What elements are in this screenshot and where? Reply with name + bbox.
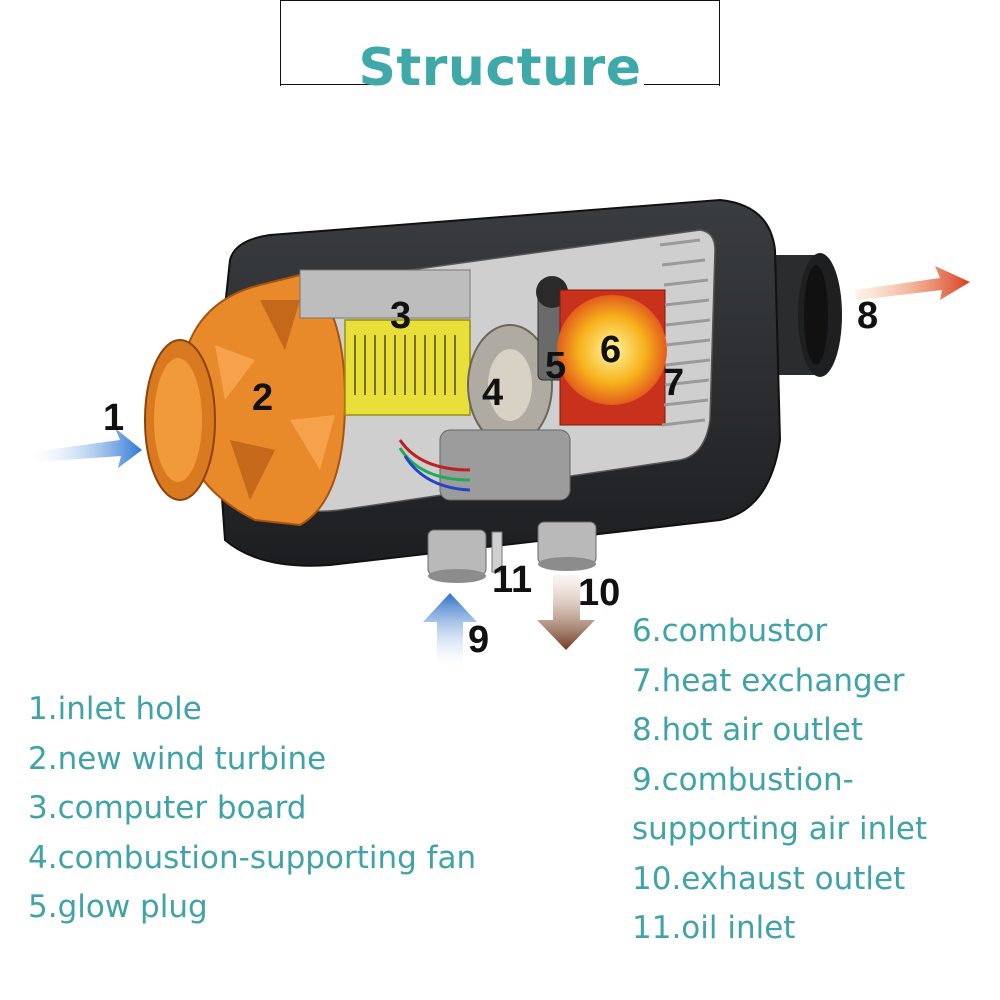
wind-turbine	[144, 273, 347, 527]
legend-item-combustion-fan: 4.combustion-supporting fan	[28, 839, 477, 876]
legend-item-computer-board: 3.computer board	[28, 790, 307, 826]
hot-air-outlet-arrow	[855, 266, 970, 300]
title-frame-bottom-right	[644, 84, 720, 85]
legend-item-hot-air-outlet: 8.hot air outlet	[632, 712, 864, 748]
legend-item-exhaust-outlet: 10.exhaust outlet	[632, 860, 906, 897]
inlet-arrow	[32, 428, 142, 468]
callout-9: 9	[468, 619, 489, 661]
page-title: Structure	[358, 38, 642, 98]
exhaust-outlet-arrow	[537, 575, 595, 650]
callout-6: 6	[600, 329, 621, 371]
heat-exchanger	[659, 238, 711, 427]
callout-1: 1	[103, 397, 124, 439]
legend-item-air-inlet-line2: supporting air inlet	[632, 811, 928, 847]
legend-right: 6.combustor 7.heat exchanger 8.hot air o…	[632, 607, 927, 954]
computer-board	[299, 269, 471, 416]
combustion-supporting-fan	[398, 324, 571, 501]
bottom-ports	[427, 521, 597, 583]
legend-item-heat-exchanger: 7.heat exchanger	[632, 662, 905, 699]
legend-item-oil-inlet: 11.oil inlet	[632, 910, 796, 946]
callout-5: 5	[545, 345, 566, 387]
callout-11: 11	[492, 559, 532, 601]
heater-diagram: 1 2 3 4 5 6 7 8 9 10 11	[32, 198, 970, 665]
callout-10: 10	[578, 572, 620, 614]
callout-3: 3	[390, 295, 411, 337]
callout-7: 7	[663, 362, 684, 404]
legend-item-inlet-hole: 1.inlet hole	[28, 691, 202, 727]
legend-item-glow-plug: 5.glow plug	[28, 889, 208, 925]
title-frame	[280, 0, 720, 86]
legend-left: 1.inlet hole 2.new wind turbine 3.comput…	[28, 685, 476, 933]
callout-2: 2	[252, 377, 273, 419]
legend-item-wind-turbine: 2.new wind turbine	[28, 740, 327, 777]
title-frame-bottom-left	[280, 84, 372, 85]
legend-item-combustor: 6.combustor	[632, 613, 828, 649]
legend-item-air-inlet-line1: 9.combustion-	[632, 761, 854, 798]
callout-4: 4	[482, 372, 503, 414]
air-inlet-arrow	[423, 593, 477, 665]
callout-8: 8	[857, 295, 878, 337]
combustor	[557, 289, 667, 426]
